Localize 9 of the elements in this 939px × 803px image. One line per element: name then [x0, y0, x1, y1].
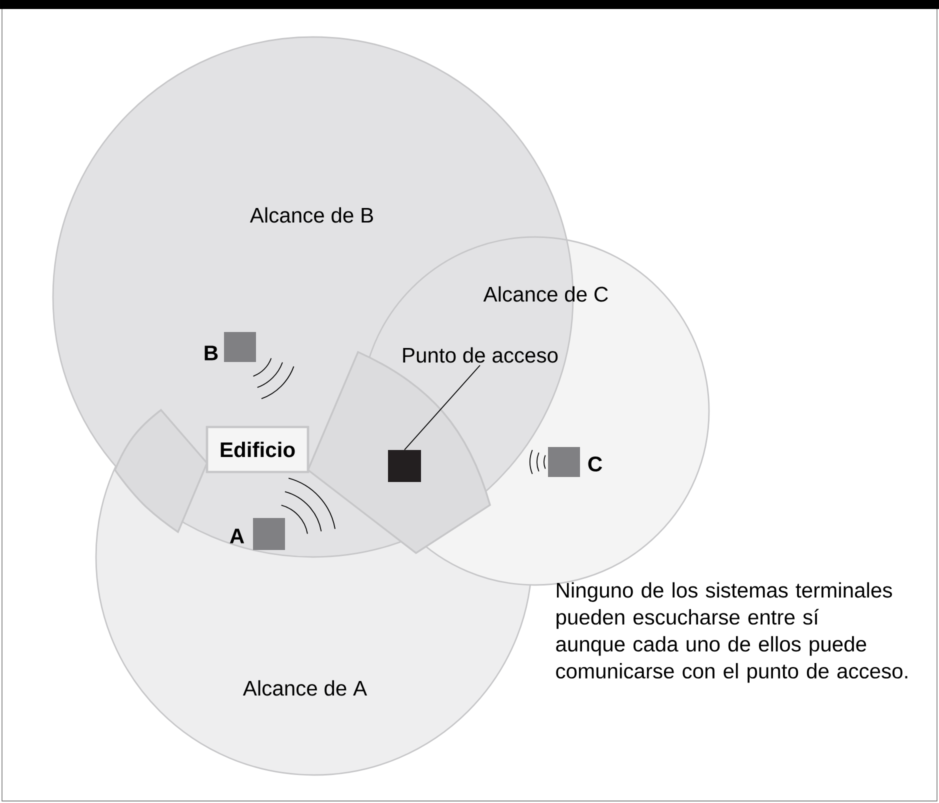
- terminal-box: [253, 518, 285, 550]
- terminal-box: [224, 332, 256, 362]
- terminal-letter: C: [588, 456, 602, 472]
- building-box: Edificio: [206, 426, 310, 474]
- leader-line: [404, 364, 480, 450]
- terminal-box: [548, 447, 580, 477]
- terminal-letter: A: [230, 528, 244, 544]
- terminal-letter: B: [204, 346, 218, 360]
- access-point-box: [388, 450, 421, 482]
